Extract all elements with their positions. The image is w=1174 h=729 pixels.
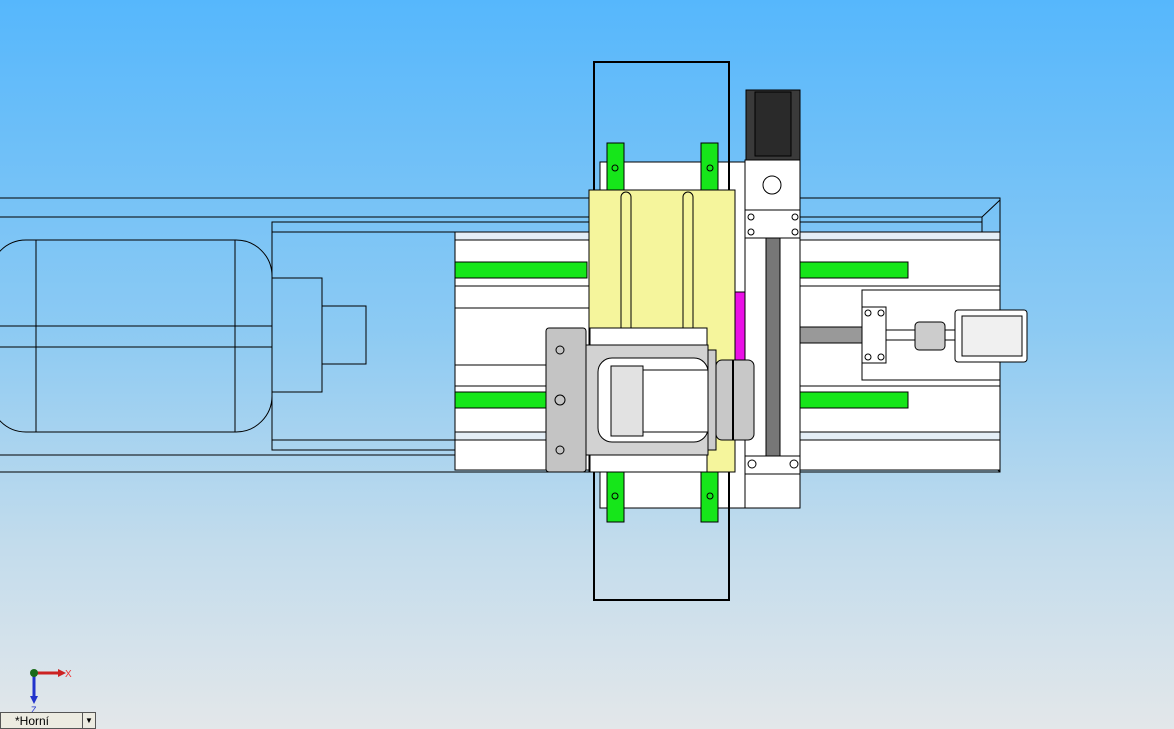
spindle-motor bbox=[0, 239, 367, 433]
z-axis-label: Z bbox=[31, 705, 37, 714]
coordinate-triad: X Z bbox=[30, 669, 72, 714]
feed-motor bbox=[799, 289, 1028, 381]
chuck bbox=[545, 327, 755, 473]
view-name: *Horní bbox=[15, 713, 50, 728]
leadscrew-column bbox=[744, 89, 801, 509]
x-axis-label: X bbox=[65, 669, 72, 680]
chevron-down-icon[interactable]: ▼ bbox=[82, 713, 95, 728]
view-orientation-select[interactable]: *Horní ▼ bbox=[0, 712, 96, 729]
